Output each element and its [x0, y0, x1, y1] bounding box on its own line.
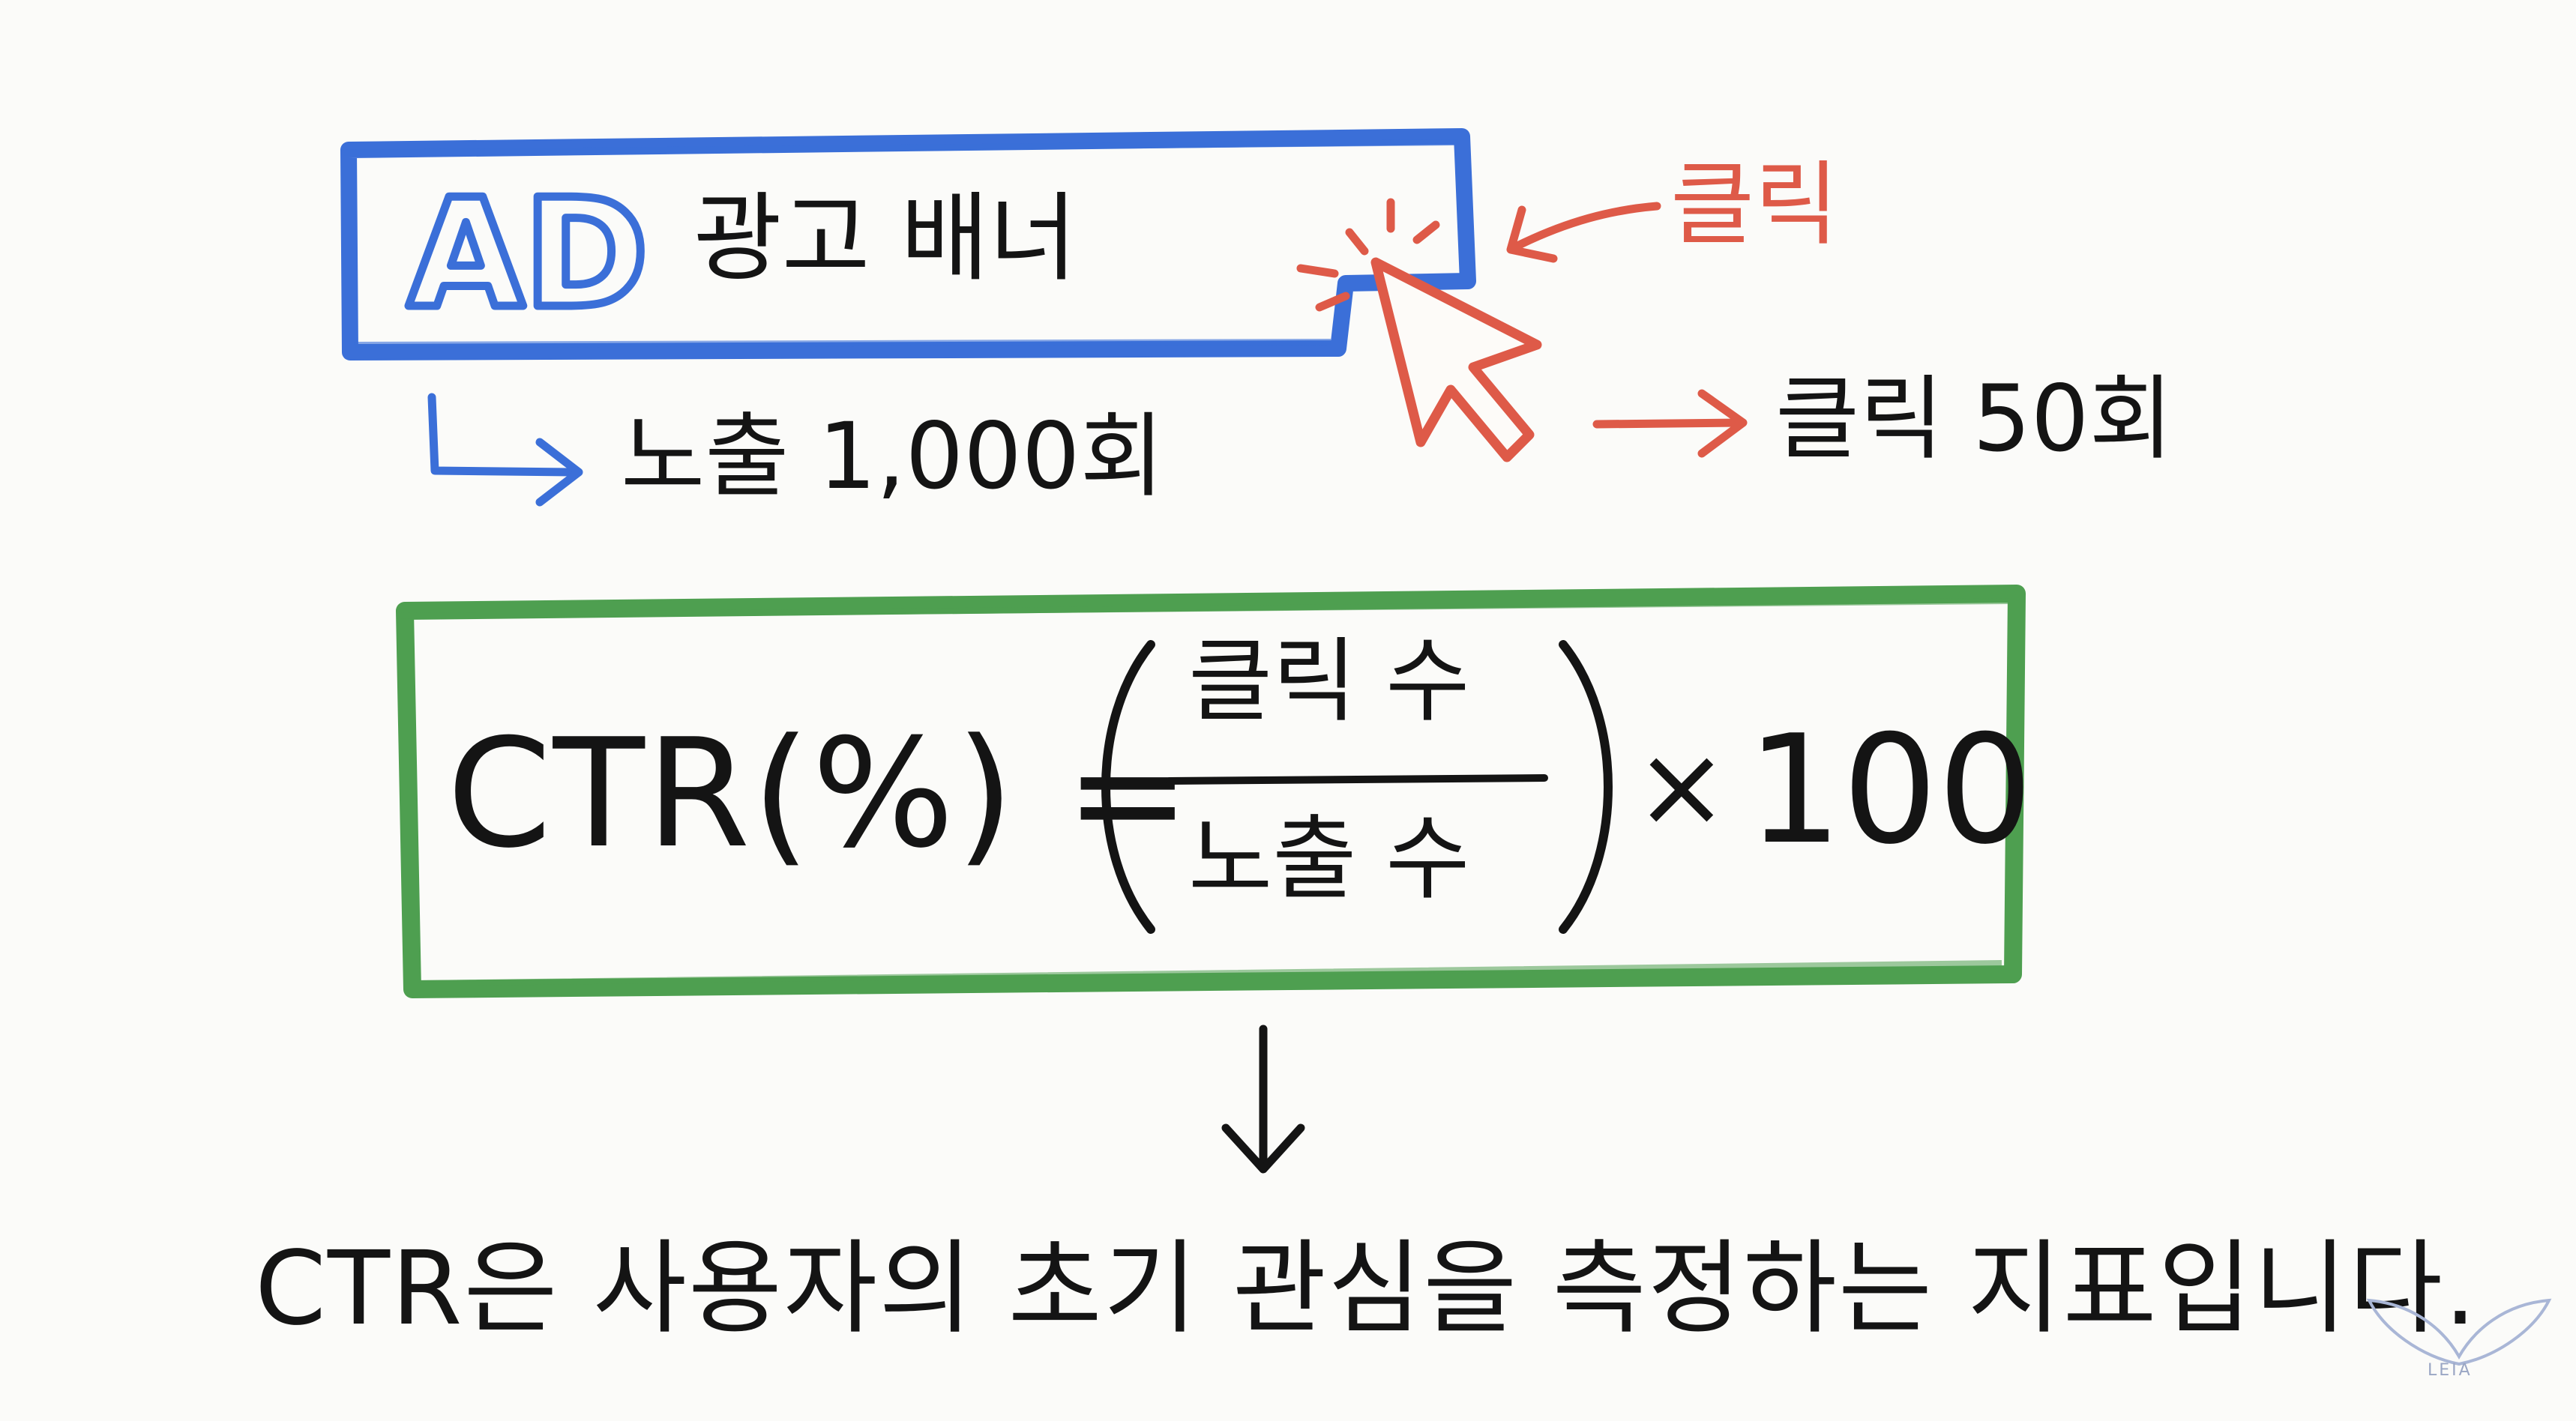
fraction-bar: [1166, 774, 1548, 785]
leia-logo-icon: [2366, 1298, 2552, 1366]
ad-badge-icon: AD: [404, 163, 653, 346]
click-count-label: 클릭 50회: [1775, 366, 2173, 472]
multiply-sign: ×: [1634, 722, 1729, 852]
ad-banner-frame: [340, 128, 1476, 360]
click-burst-icon: [1296, 198, 1440, 312]
impressions-arrow: [427, 393, 583, 507]
right-parenthesis: [1559, 640, 1613, 934]
conclusion-text: CTR은 사용자의 초기 관심을 측정하는 지표입니다.: [255, 1230, 2479, 1348]
formula-multiplier: 100: [1747, 703, 2033, 878]
mouse-cursor-icon: [1370, 257, 1542, 462]
formula-frame: [396, 585, 2026, 998]
formula-numerator: 클릭 수: [1188, 628, 1470, 734]
click-action-label: 클릭: [1670, 151, 1839, 258]
svg-text:AD: AD: [408, 167, 648, 342]
click-count-arrow: [1592, 389, 1748, 458]
ad-banner-label: 광고 배너: [693, 183, 1077, 295]
formula-lhs: CTR(%) =: [447, 707, 1193, 881]
down-arrow: [1221, 1025, 1305, 1174]
left-parenthesis: [1101, 640, 1155, 934]
impressions-label: 노출 1,000회: [621, 403, 1164, 510]
click-pointer-arrow: [1506, 202, 1661, 263]
formula-denominator: 노출 수: [1188, 806, 1470, 912]
logo-text: LEIA: [2428, 1361, 2473, 1380]
